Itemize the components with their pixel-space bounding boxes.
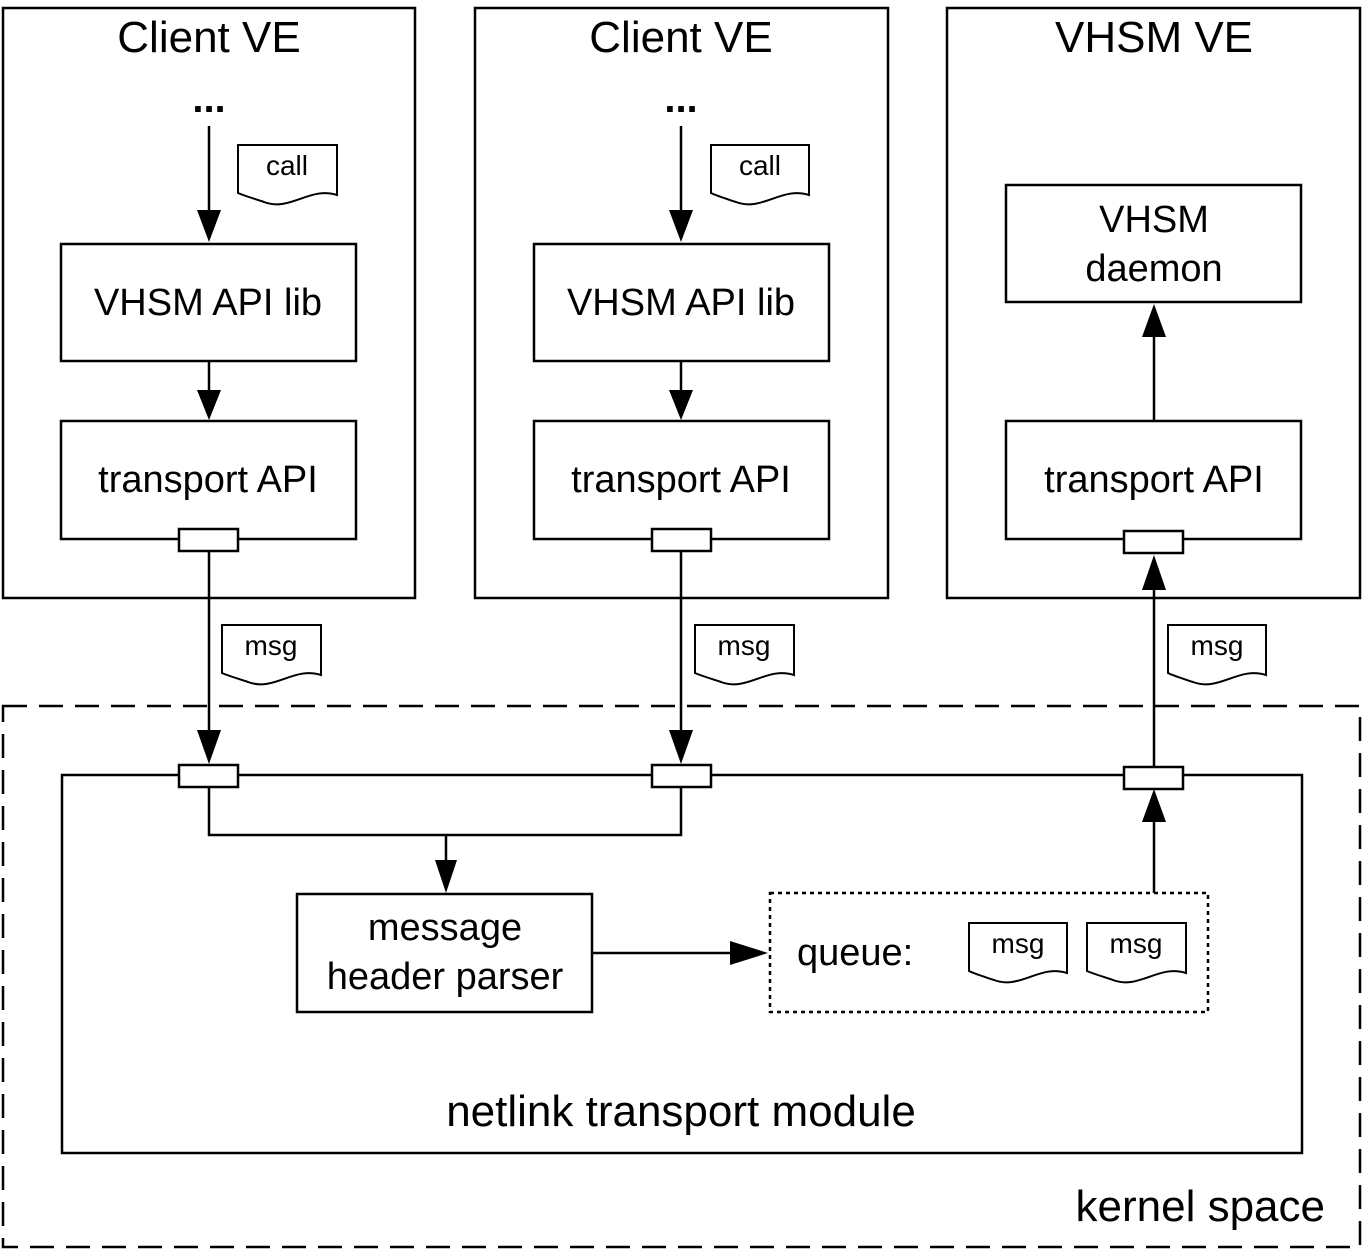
queue-msg-item-2: msg — [1086, 922, 1187, 984]
client-ve-2-dots: ... — [664, 77, 697, 121]
transport-api-label-2: transport API — [571, 459, 791, 501]
msg-label-3: msg — [1191, 630, 1244, 661]
call-document-1: call — [237, 144, 338, 206]
vhsm-daemon-label-line2: daemon — [1085, 248, 1222, 290]
module-port-3 — [1122, 765, 1185, 791]
queue-msg-label-2: msg — [1110, 928, 1163, 959]
msg-label-1: msg — [245, 630, 298, 661]
transport-api-label-1: transport API — [98, 459, 318, 501]
queue-label: queue: — [797, 932, 913, 974]
queue-msg-item-1: msg — [968, 922, 1068, 984]
kernel-space-region — [1, 704, 1362, 1249]
vhsm-api-lib-box-1 — [59, 242, 358, 363]
call-label-1: call — [266, 150, 308, 181]
msg-document-1: msg — [221, 624, 322, 686]
netlink-module-label: netlink transport module — [446, 1087, 916, 1136]
call-arrowhead-1 — [197, 210, 221, 242]
vhsm-ve: VHSM VE VHSM daemon transport API — [945, 6, 1362, 600]
kernel-space-label: kernel space — [1076, 1182, 1325, 1231]
message-header-parser-box — [295, 892, 594, 1014]
client-ve-1-title: Client VE — [117, 13, 300, 62]
module-port-1 — [177, 763, 240, 789]
client-ve-1: Client VE ... call VHSM API lib transpor… — [1, 6, 417, 600]
parser-label-line2: header parser — [327, 956, 564, 998]
call-document-2: call — [710, 144, 810, 206]
call-arrowhead-2 — [669, 210, 693, 242]
transport-port-1 — [177, 527, 240, 553]
vhsm-daemon-label-line1: VHSM — [1099, 199, 1209, 241]
vhsm-daemon-box — [1004, 183, 1303, 304]
vhsm-api-lib-label-2: VHSM API lib — [567, 282, 795, 324]
call-label-2: call — [739, 150, 781, 181]
module-port-2 — [650, 763, 713, 789]
client-ve-2: Client VE ... call VHSM API lib transpor… — [473, 6, 890, 600]
client-ve-1-dots: ... — [192, 77, 225, 121]
client-ve-2-title: Client VE — [589, 13, 772, 62]
msg-label-2: msg — [718, 630, 771, 661]
parser-label-line1: message — [368, 907, 522, 949]
vhsm-ve-title: VHSM VE — [1055, 13, 1253, 62]
transport-api-box-1 — [59, 419, 358, 541]
transport-port-2 — [650, 527, 713, 553]
vhsm-api-lib-label-1: VHSM API lib — [94, 282, 322, 324]
transport-api-label-3: transport API — [1044, 459, 1264, 501]
transport-api-box-2 — [532, 419, 831, 541]
msg-document-3: msg — [1167, 624, 1267, 686]
msg-document-2: msg — [694, 624, 795, 686]
transport-port-3 — [1122, 529, 1185, 555]
queue-msg-label-1: msg — [992, 928, 1045, 959]
